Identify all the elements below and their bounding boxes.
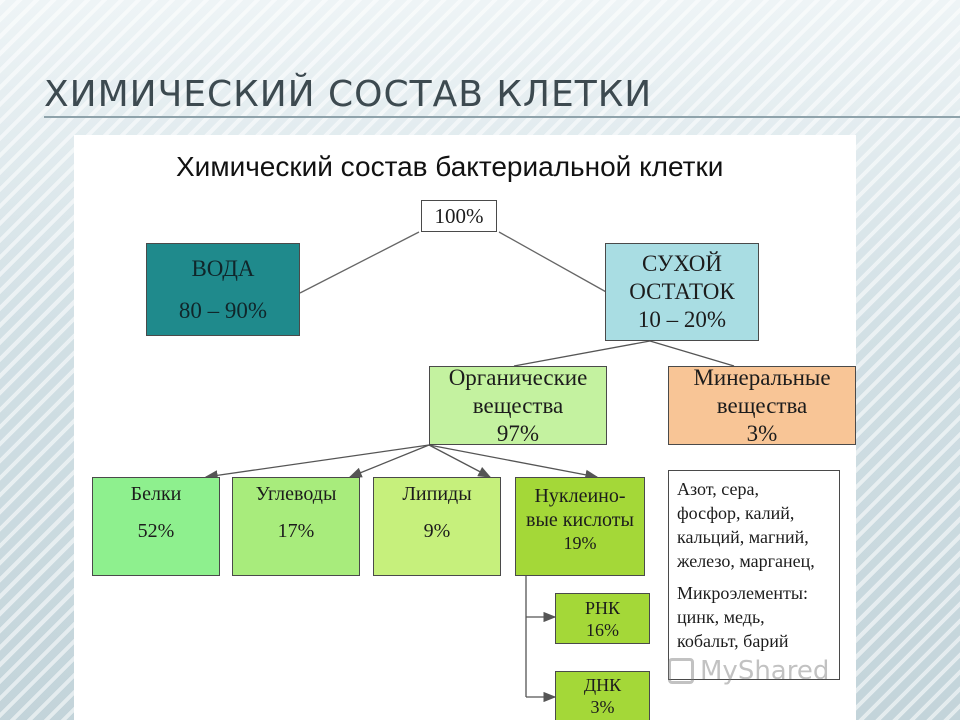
edge-organic-lipids (428, 444, 492, 478)
edge-organic-proteins (204, 444, 430, 481)
watermark-icon (668, 658, 694, 684)
node-organic: Органические вещества 97% (429, 364, 607, 446)
mineral-spacer (677, 573, 839, 581)
node-water: ВОДА 80 – 90% (146, 243, 300, 336)
node-dna: ДНК 3% (555, 671, 650, 720)
diagram-connectors (204, 231, 735, 703)
node-proteins-label: Белки (130, 483, 182, 505)
node-lipids-label: Липиды (402, 483, 472, 505)
node-dry-value: 10 – 20% (637, 307, 727, 332)
node-mineral-label-1: Минеральные (693, 364, 831, 390)
mineral-line-2: фосфор, калий, (677, 503, 795, 523)
mineral-line-1: Азот, сера, (677, 479, 759, 499)
node-organic-label-2: вещества (472, 392, 564, 418)
watermark-text: MyShared (700, 656, 830, 686)
edge-root-water (299, 231, 420, 294)
node-total: 100% (421, 200, 497, 232)
node-carbs-value: 17% (277, 520, 315, 542)
mineral-line-6: цинк, медь, (677, 607, 765, 627)
node-proteins-value: 52% (137, 520, 175, 542)
node-nucleic-value: 19% (563, 533, 597, 553)
node-dry-label-1: СУХОЙ (642, 251, 722, 276)
node-water-label: ВОДА (191, 255, 255, 281)
title-underline (44, 116, 960, 118)
node-proteins: Белки 52% (92, 477, 220, 576)
mineral-line-7: кобальт, барий (677, 631, 789, 651)
mineral-line-3: кальций, магний, (677, 527, 809, 547)
node-nucleic-label-2: вые кислоты (526, 509, 634, 531)
node-carbohydrates: Углеводы 17% (232, 477, 360, 576)
node-water-value: 80 – 90% (178, 297, 268, 323)
mineral-line-5: Микроэлементы: (677, 583, 808, 603)
edge-root-dry (498, 231, 609, 294)
edge-dry-organic (513, 340, 651, 367)
mineral-elements-list: Азот, сера, фосфор, калий, кальций, магн… (668, 470, 840, 680)
node-organic-label-1: Органические (448, 364, 588, 390)
edge-organic-nucleic (428, 444, 599, 480)
node-rna-label: РНК (584, 597, 620, 618)
node-nucleic-acids: Нуклеино- вые кислоты 19% (515, 477, 645, 576)
diagram-title: Химический состав бактериальной клетки (176, 151, 724, 182)
node-rna: РНК 16% (555, 593, 650, 644)
node-mineral-label-2: вещества (716, 392, 808, 418)
edge-organic-carbs (348, 444, 430, 478)
node-total-value: 100% (434, 203, 484, 228)
mineral-line-4: железо, марганец, (677, 551, 815, 571)
node-dry-label-2: ОСТАТОК (629, 279, 735, 304)
node-organic-value: 97% (496, 420, 540, 446)
node-dna-value: 3% (590, 697, 615, 717)
node-mineral: Минеральные вещества 3% (668, 364, 856, 446)
node-mineral-value: 3% (746, 420, 778, 446)
node-nucleic-label-1: Нуклеино- (534, 485, 626, 507)
node-carbs-label: Углеводы (255, 483, 337, 505)
node-dry-residue: СУХОЙ ОСТАТОК 10 – 20% (605, 243, 759, 341)
edge-dry-mineral (649, 340, 735, 367)
node-dna-label: ДНК (583, 675, 622, 695)
slide-title: ХИМИЧЕСКИЙ СОСТАВ КЛЕТКИ (44, 74, 653, 115)
node-lipids: Липиды 9% (373, 477, 501, 576)
node-lipids-value: 9% (423, 520, 451, 542)
node-rna-value: 16% (586, 619, 619, 640)
composition-diagram: Химический состав бактериальной клетки 1… (74, 135, 856, 720)
watermark: MyShared (668, 656, 829, 686)
